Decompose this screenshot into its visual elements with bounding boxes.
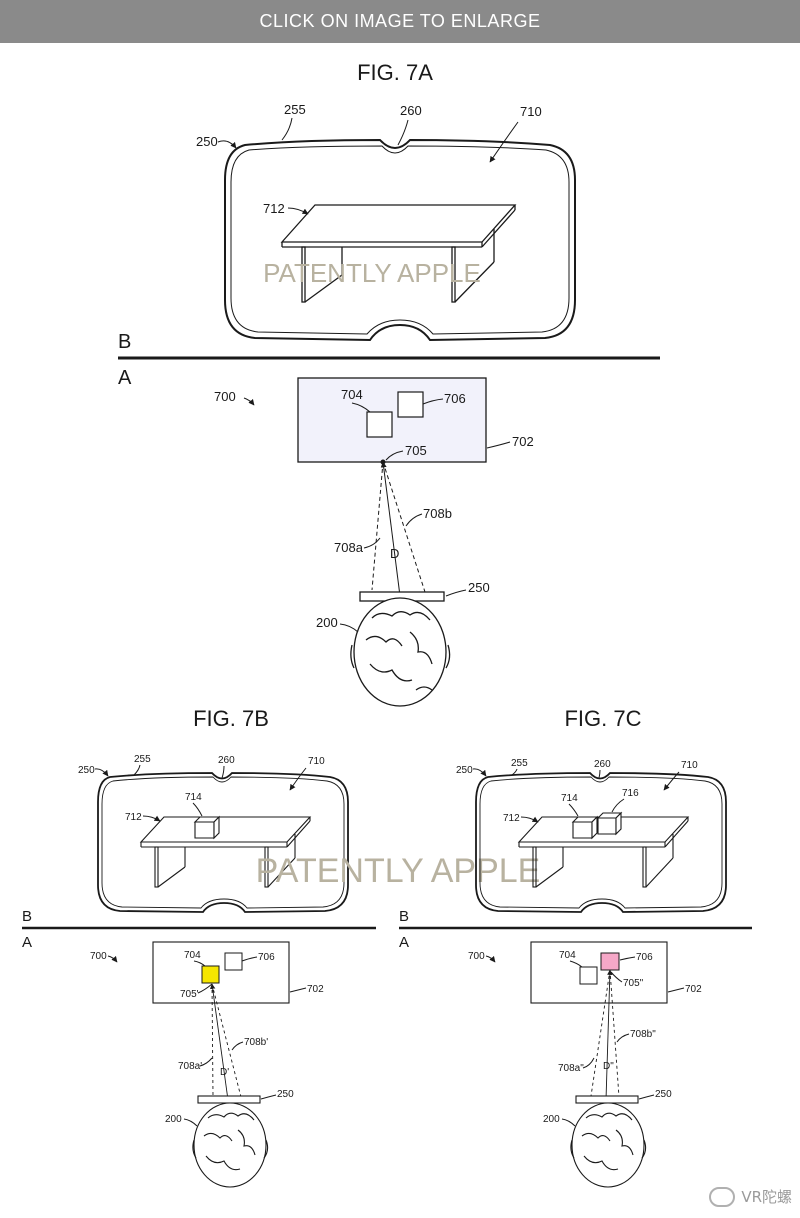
label-700-7b: 700 — [90, 951, 107, 962]
label-710-7a: 710 — [520, 104, 542, 119]
label-705-7a: 705 — [405, 443, 427, 458]
label-712-7a: 712 — [263, 201, 285, 216]
watermark-bottom: PATENTLY APPLE — [256, 852, 541, 890]
label-708a-7c: 708a" — [558, 1063, 584, 1074]
patent-figure-image[interactable]: FIG. 7A PATENTLY APPLE 250 255 260 710 — [0, 43, 800, 1213]
label-714-7b: 714 — [185, 792, 202, 803]
label-a-7a: A — [118, 367, 132, 389]
source-credit-text: VR陀螺 — [741, 1186, 792, 1207]
enlarge-banner[interactable]: CLICK ON IMAGE TO ENLARGE — [0, 0, 800, 43]
fig-7a: FIG. 7A PATENTLY APPLE 250 255 260 710 — [118, 60, 660, 706]
label-714-7c: 714 — [561, 793, 578, 804]
label-706-7b: 706 — [258, 952, 275, 963]
label-a-7b: A — [22, 934, 32, 951]
wechat-icon — [709, 1187, 735, 1207]
label-260-7b: 260 — [218, 755, 235, 766]
label-702-7b: 702 — [307, 984, 324, 995]
patent-figure-svg: FIG. 7A PATENTLY APPLE 250 255 260 710 — [0, 43, 800, 1213]
user-head-200-7c — [571, 1103, 646, 1187]
label-708a-7a: 708a — [334, 540, 364, 555]
virtual-object-714-7c — [573, 817, 597, 838]
fig-7a-title: FIG. 7A — [357, 60, 433, 85]
headset-250-7b — [198, 1096, 260, 1103]
label-255-7b: 255 — [134, 754, 151, 765]
label-716-7c: 716 — [622, 788, 639, 799]
label-d-7c: D" — [603, 1061, 614, 1072]
label-705-7b: 705' — [180, 989, 199, 1000]
object-706-7a — [398, 392, 423, 417]
label-708b-7b: 708b' — [244, 1037, 268, 1048]
label-708b-7c: 708b" — [630, 1029, 656, 1040]
label-b-7a: B — [118, 331, 131, 353]
label-708b-7a: 708b — [423, 506, 452, 521]
fig-7c-title: FIG. 7C — [564, 706, 641, 731]
label-260-7a: 260 — [400, 103, 422, 118]
label-d-7a: D — [390, 546, 399, 561]
user-head-200-7a — [351, 598, 450, 706]
label-712-7b: 712 — [125, 812, 142, 823]
object-706-7b — [225, 953, 242, 970]
object-706-highlighted-7c — [601, 953, 619, 970]
label-700-7a: 700 — [214, 389, 236, 404]
virtual-object-716-7c — [598, 813, 621, 834]
label-250-7b: 250 — [78, 765, 95, 776]
label-702-7a: 702 — [512, 434, 534, 449]
label-706-7c: 706 — [636, 952, 653, 963]
label-708a-7b: 708a' — [178, 1061, 202, 1072]
label-250-7a: 250 — [196, 134, 218, 149]
label-250b-7b: 250 — [277, 1089, 294, 1100]
label-255-7a: 255 — [284, 102, 306, 117]
label-712-7c: 712 — [503, 813, 520, 824]
label-260-7c: 260 — [594, 759, 611, 770]
label-b-7c: B — [399, 908, 409, 925]
label-d-7b: D' — [220, 1067, 229, 1078]
object-704-7c — [580, 967, 597, 984]
label-200-7b: 200 — [165, 1114, 182, 1125]
source-credit: VR陀螺 — [709, 1186, 792, 1207]
user-head-200-7b — [193, 1103, 268, 1187]
label-b-7b: B — [22, 908, 32, 925]
headset-250-7c — [576, 1096, 638, 1103]
label-255-7c: 255 — [511, 758, 528, 769]
label-706-7a: 706 — [444, 391, 466, 406]
virtual-object-714-7b — [195, 817, 219, 838]
label-710-7b: 710 — [308, 756, 325, 767]
fig-7b: FIG. 7B 250 255 260 710 — [22, 706, 540, 1187]
label-250b-7a: 250 — [468, 580, 490, 595]
label-200-7a: 200 — [316, 615, 338, 630]
label-710-7c: 710 — [681, 760, 698, 771]
fig-7b-title: FIG. 7B — [193, 706, 269, 731]
label-705-7c: 705" — [623, 978, 644, 989]
label-704-7a: 704 — [341, 387, 363, 402]
fig-7c: FIG. 7C 250 255 — [399, 706, 752, 1187]
label-250b-7c: 250 — [655, 1089, 672, 1100]
label-704-7b: 704 — [184, 950, 201, 961]
label-200-7c: 200 — [543, 1114, 560, 1125]
watermark-7a: PATENTLY APPLE — [263, 258, 481, 288]
label-702-7c: 702 — [685, 984, 702, 995]
object-704-highlighted-7b — [202, 966, 219, 983]
enlarge-banner-text: CLICK ON IMAGE TO ENLARGE — [260, 11, 541, 32]
label-a-7c: A — [399, 934, 409, 951]
object-704-7a — [367, 412, 392, 437]
label-704-7c: 704 — [559, 950, 576, 961]
label-250-7c: 250 — [456, 765, 473, 776]
label-700-7c: 700 — [468, 951, 485, 962]
